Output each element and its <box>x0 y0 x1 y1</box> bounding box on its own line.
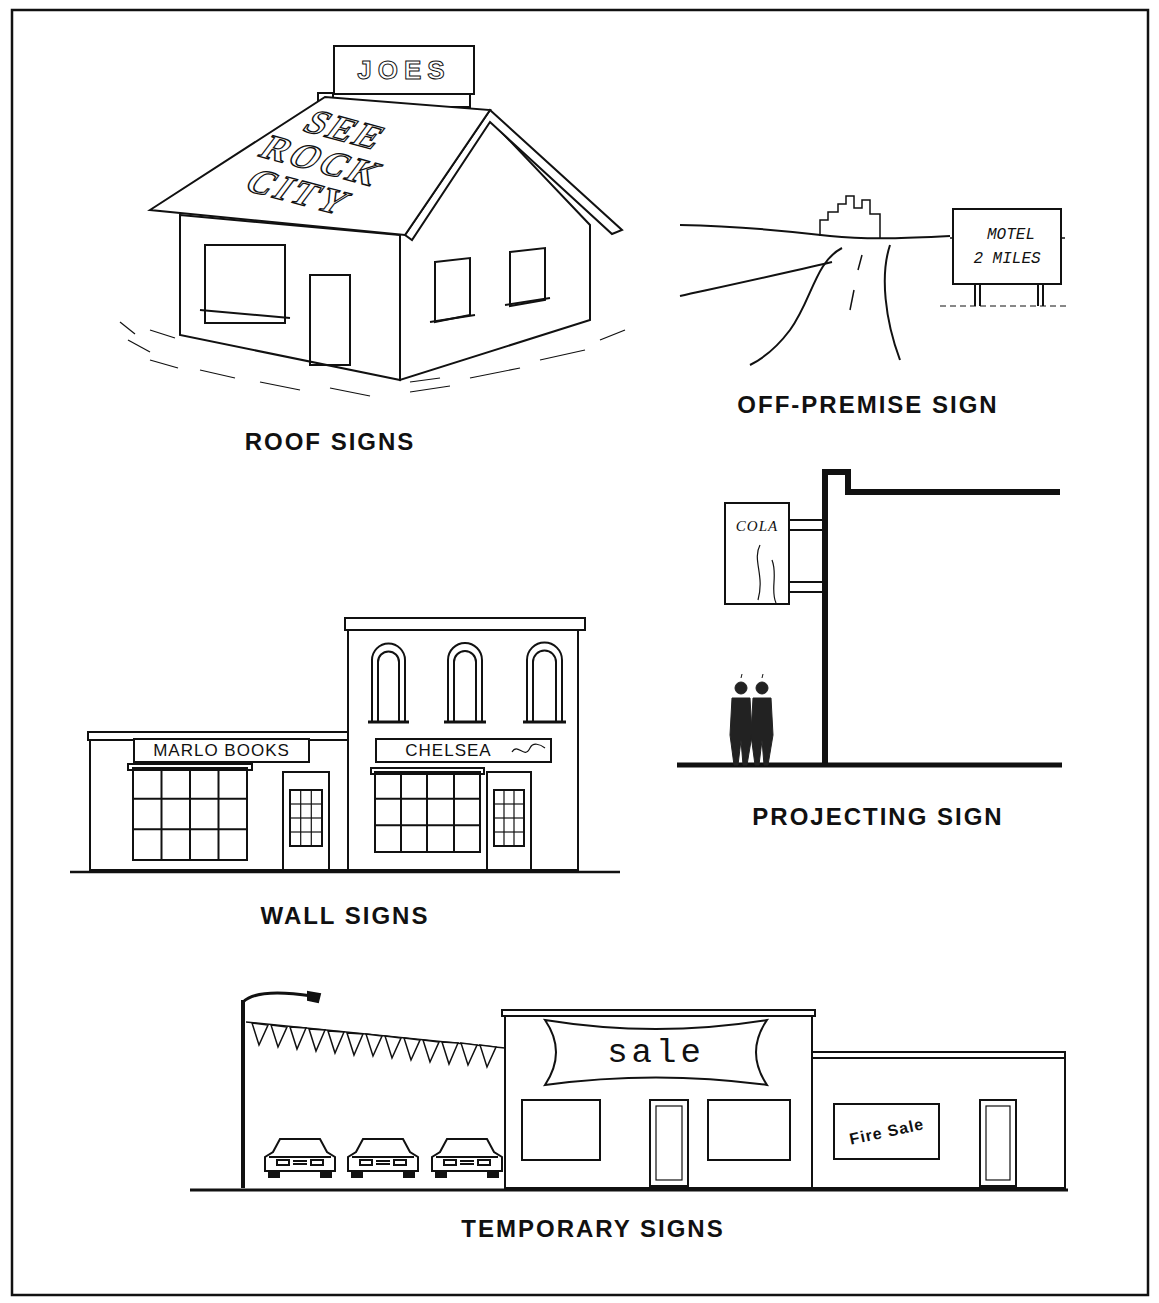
projecting-scene <box>677 472 1062 765</box>
wall-sign: MARLO BOOKS <box>133 738 310 763</box>
sign-text: MOTEL 2 MILES <box>972 223 1042 271</box>
caption-label: WALL SIGNS <box>135 902 555 930</box>
caption-label: ROOF SIGNS <box>120 428 540 456</box>
roof-painted-sign: SEE ROCK CITY <box>148 95 493 237</box>
roof-sign-board: JOES <box>333 45 475 95</box>
sale-banner: sale <box>545 1020 767 1085</box>
sign-text: CHELSEA <box>405 741 491 761</box>
road-scene <box>680 196 1070 365</box>
caption-label: OFF-PREMISE SIGN <box>658 391 1078 419</box>
sign-text: COLA <box>736 518 778 535</box>
sign-text: Fire Sale <box>848 1115 926 1148</box>
sign-outline-path <box>545 1020 767 1085</box>
projecting-sign: COLA <box>724 502 790 605</box>
caption-label: PROJECTING SIGN <box>668 803 1088 831</box>
house <box>120 93 625 396</box>
billboard: MOTEL 2 MILES <box>952 208 1062 285</box>
sign-text: JOES <box>357 55 450 86</box>
sign-text: sale <box>607 1034 705 1072</box>
wall-sign: CHELSEA <box>375 738 552 763</box>
temporary-scene <box>190 992 1068 1190</box>
storefronts <box>70 618 620 872</box>
sign-text: MARLO BOOKS <box>153 741 290 761</box>
window-sign: Fire Sale <box>833 1103 940 1160</box>
caption-label: TEMPORARY SIGNS <box>383 1215 803 1243</box>
